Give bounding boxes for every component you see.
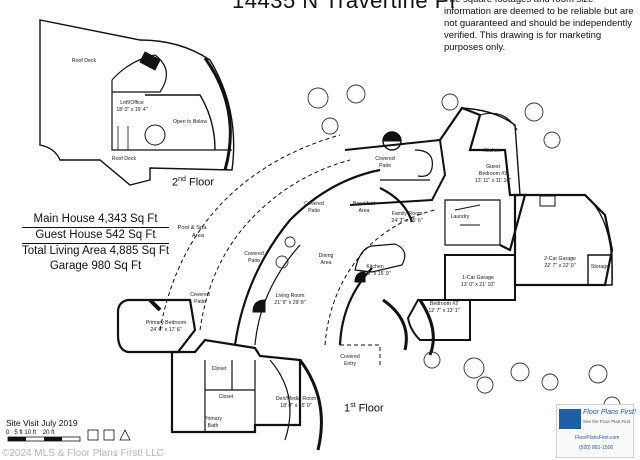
landscaping — [275, 84, 621, 414]
area-total: Total Living Area 4,885 Sq Ft — [22, 243, 170, 257]
label-primary-bedroom-size: 24' 0" x 17' 6" — [150, 327, 181, 333]
floor-label-1st: 1st Floor — [344, 402, 384, 415]
label-garage-2car-size: 22' 7" x 22' 0" — [544, 263, 575, 269]
label-kitchen-size: 22' 0" x 15' 9" — [359, 271, 390, 277]
room-labels: Roof Deck Loft/Office 18' 0" x 19' 4" Op… — [72, 58, 609, 429]
area-garage: Garage 980 Sq Ft — [49, 260, 142, 272]
label-den-media-size: 18' 0" x 15' 0" — [280, 403, 311, 409]
label-family-room-size: 24' 3" x 15' 6" — [391, 218, 422, 224]
disclaimer: The square footages and room size inform… — [444, 0, 634, 53]
logo-phone: (520) 881-1500 — [579, 445, 614, 451]
label-covered-patio-1b: Patio — [379, 163, 391, 169]
label-covered-patio-4b: Patio — [194, 299, 206, 305]
label-guest-bedroom: Guest — [486, 164, 500, 170]
label-primary-bath: Primary — [204, 416, 222, 422]
label-breakfast: Breakfast — [353, 201, 375, 207]
floor-2-suffix: nd — [178, 176, 186, 183]
label-living-room-size: 21' 9" x 29' 8" — [274, 300, 305, 306]
floor-1-word: Floor — [355, 402, 384, 415]
label-bedroom2: Bedroom #2 — [430, 301, 458, 307]
label-roof-deck-bottom: Roof Deck — [112, 156, 137, 162]
label-guest-bedroom-b: Bedroom #3 — [479, 171, 507, 177]
label-kitchen: Kitchen — [366, 264, 383, 270]
label-covered-patio-1: Covered — [375, 156, 395, 162]
label-closet-1: Closet — [212, 366, 227, 372]
scale-mark: 20 ft — [42, 430, 55, 436]
scale-mark: 10 ft — [24, 430, 37, 436]
label-loft-office-size: 18' 0" x 19' 4" — [116, 107, 147, 113]
floor-2-word: Floor — [185, 176, 215, 189]
floor-1-suffix: st — [350, 402, 356, 409]
label-dining-b: Area — [321, 260, 332, 266]
logo-url: FloorPlansFirst.com — [575, 435, 620, 441]
area-main: Main House 4,343 Sq Ft — [33, 213, 158, 225]
label-den-media: Den/Media Room — [276, 396, 316, 402]
scale-labels: 0 5 ft 10 ft 20 ft — [6, 430, 54, 436]
label-open-to-below: Open to Below — [173, 119, 207, 125]
label-bedroom2-size: 12' 7" x 13' 1" — [428, 308, 459, 314]
label-breakfast-b: Area — [359, 208, 370, 214]
floor-label-2nd: 2nd Floor — [172, 176, 214, 189]
label-roof-deck-top: Roof Deck — [72, 58, 97, 64]
label-covered-entry: Covered — [340, 354, 360, 360]
logo-name: Floor Plans First! — [583, 409, 636, 416]
north-icons — [87, 429, 131, 441]
label-covered-patio-2b: Patio — [308, 208, 320, 214]
address-title: 14435 N Travertine Pl — [232, 0, 456, 13]
label-covered-entry-b: Entry — [344, 361, 357, 367]
house-icon — [559, 409, 581, 429]
label-storage: Storage — [591, 264, 609, 270]
label-loft-office: Loft/Office — [120, 100, 144, 106]
label-covered-patio-3b: Patio — [248, 258, 260, 264]
copyright-watermark: ©2024 MLS & Floor Plans First! LLC — [2, 448, 164, 459]
logo-tagline: See the Floor Plan First — [583, 419, 631, 424]
label-kitchen-guest: Kitchen — [483, 148, 500, 154]
label-living-room: Living Room — [276, 293, 305, 299]
label-garage-2car: 2-Car Garage — [544, 256, 576, 262]
floor-2-num: 2 — [172, 176, 179, 189]
label-primary-bath-b: Bath — [208, 423, 219, 429]
label-dining: Dining — [319, 253, 334, 259]
label-laundry: Laundry — [451, 214, 470, 220]
label-garage-1car-size: 13' 0" x 21' 10" — [461, 282, 495, 288]
floor-1-num: 1 — [344, 402, 351, 415]
label-garage-1car: 1-Car Garage — [462, 275, 494, 281]
label-pool-spa-b: Area — [192, 233, 205, 239]
area-guest: Guest House 542 Sq Ft — [22, 227, 170, 243]
site-visit: Site Visit July 2019 — [6, 418, 78, 428]
scale-bar — [7, 436, 81, 442]
label-covered-patio-4: Covered — [190, 292, 210, 298]
floor-plans-first-logo: Floor Plans First! See the Floor Plan Fi… — [556, 404, 636, 458]
label-primary-bedroom: Primary Bedroom — [146, 320, 186, 326]
label-covered-patio-2: Covered — [304, 201, 324, 207]
label-closet-2: Closet — [219, 394, 234, 400]
label-pool-spa: Pool & Spa — [177, 225, 207, 231]
second-floor-plan — [39, 19, 235, 186]
scale-mark: 5 ft — [14, 430, 23, 436]
label-covered-patio-3: Covered — [244, 251, 264, 257]
scale-mark: 0 — [6, 430, 10, 436]
first-floor-plan — [116, 106, 614, 451]
area-summary: Main House 4,343 Sq Ft Guest House 542 S… — [22, 212, 170, 274]
label-guest-bedroom-size: 13' 11" x 11' 10" — [475, 178, 511, 184]
label-family-room: Family Room — [392, 211, 423, 217]
